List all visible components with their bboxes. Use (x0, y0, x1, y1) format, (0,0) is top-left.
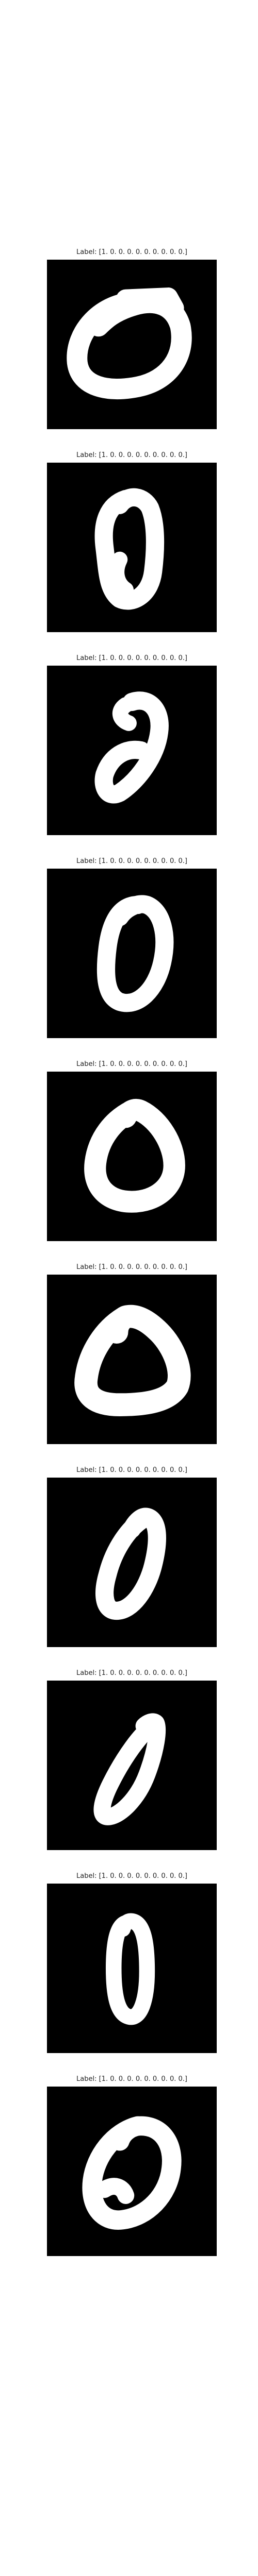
digit-image (47, 1884, 217, 2053)
panel-title: Label: [1. 0. 0. 0. 0. 0. 0. 0. 0. 0.] (76, 1669, 187, 1677)
digit-image (47, 1681, 217, 1850)
panel-title: Label: [1. 0. 0. 0. 0. 0. 0. 0. 0. 0.] (76, 1466, 187, 1474)
digit-image (47, 666, 217, 835)
panel-title: Label: [1. 0. 0. 0. 0. 0. 0. 0. 0. 0.] (76, 1060, 187, 1068)
digit-image (47, 2087, 217, 2256)
digit-image (47, 1275, 217, 1444)
digit-image (47, 1072, 217, 1241)
digit-image (47, 463, 217, 632)
digit-image (47, 260, 217, 429)
panel-title: Label: [1. 0. 0. 0. 0. 0. 0. 0. 0. 0.] (76, 248, 187, 256)
panel-title: Label: [1. 0. 0. 0. 0. 0. 0. 0. 0. 0.] (76, 2075, 187, 2083)
digit-image (47, 1478, 217, 1647)
panel-title: Label: [1. 0. 0. 0. 0. 0. 0. 0. 0. 0.] (76, 857, 187, 865)
panel-title: Label: [1. 0. 0. 0. 0. 0. 0. 0. 0. 0.] (76, 654, 187, 662)
panel-title: Label: [1. 0. 0. 0. 0. 0. 0. 0. 0. 0.] (76, 451, 187, 459)
panel-title: Label: [1. 0. 0. 0. 0. 0. 0. 0. 0. 0.] (76, 1872, 187, 1880)
panel-title: Label: [1. 0. 0. 0. 0. 0. 0. 0. 0. 0.] (76, 1263, 187, 1271)
digit-image (47, 869, 217, 1038)
